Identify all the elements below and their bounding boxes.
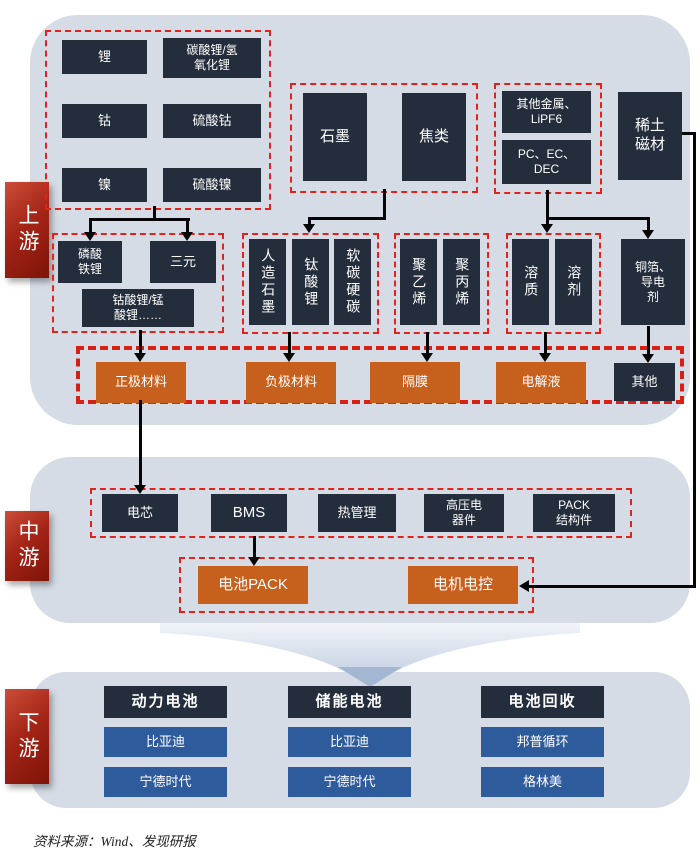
arrow-carbon-stem xyxy=(383,189,386,220)
node-bms: BMS xyxy=(211,494,287,532)
arrow-eraw-to-foil-line xyxy=(647,217,650,230)
node-solvent: 溶剂 xyxy=(555,239,592,325)
arrow-components-to-cell-head xyxy=(134,485,146,494)
company-byd-power: 比亚迪 xyxy=(104,727,227,757)
node-cell: 电芯 xyxy=(102,494,178,532)
funnel-shape xyxy=(160,623,580,687)
arrow-eraw-to-solution-head xyxy=(541,224,553,233)
arrow-route-to-anode-head xyxy=(283,353,295,362)
arrow-minerals-to-ternary-line xyxy=(186,218,189,232)
separator-raw-group-border xyxy=(394,233,489,334)
arrow-solution-to-electrolyte-line xyxy=(544,332,547,353)
company-gem-recycling: 格林美 xyxy=(481,767,604,797)
node-cobalt: 钴 xyxy=(62,104,147,138)
arrow-minerals-to-ternary-head xyxy=(181,232,193,241)
node-separator: 隔膜 xyxy=(370,362,460,403)
node-power-battery: 动力电池 xyxy=(104,686,227,718)
node-solute: 溶质 xyxy=(512,239,549,325)
node-pc-ec-dec: PC、EC、 DEC xyxy=(502,140,591,184)
node-cathode-material: 正极材料 xyxy=(96,362,186,403)
node-electrolyte: 电解液 xyxy=(496,362,586,403)
stage-label-upstream: 上游 xyxy=(5,182,49,278)
node-high-voltage-parts: 高压电 器件 xyxy=(424,494,504,532)
company-byd-storage: 比亚迪 xyxy=(288,727,411,757)
arrow-minerals-to-lfp-head xyxy=(84,232,96,241)
node-thermal-management: 热管理 xyxy=(318,494,396,532)
node-soft-hard-carbon: 软碳硬碳 xyxy=(334,239,371,325)
stage-label-midstream: 中游 xyxy=(5,511,49,581)
node-pp: 聚丙烯 xyxy=(443,239,480,325)
node-storage-battery: 储能电池 xyxy=(288,686,411,718)
arrow-minerals-bar xyxy=(89,218,190,221)
minerals-group-border xyxy=(45,30,271,210)
arrow-precursor-to-cathode-line xyxy=(139,330,142,353)
node-lithium: 锂 xyxy=(62,40,147,74)
funnel-chevron xyxy=(338,667,402,687)
arrow-eraw-bar xyxy=(546,217,650,220)
arrow-minerals-to-lfp-line xyxy=(89,218,92,232)
node-copper-foil-conductive: 铜箔、 导电 剂 xyxy=(621,239,685,325)
arrow-solution-to-electrolyte-head xyxy=(539,353,551,362)
stage-label-downstream: 下游 xyxy=(5,689,49,784)
node-cobalt-sulfate: 硫酸钴 xyxy=(163,104,261,138)
node-other-components: 其他 xyxy=(614,363,675,401)
arrow-route-to-anode-line xyxy=(288,332,291,353)
arrow-foil-to-other-head xyxy=(642,354,654,363)
node-motor-control: 电机电控 xyxy=(408,566,518,604)
arrow-eraw-to-foil-head xyxy=(642,230,654,239)
node-battery-recycling: 电池回收 xyxy=(481,686,604,718)
node-nickel-sulfate: 硫酸镍 xyxy=(163,168,261,202)
arrow-rare-earth-out-line xyxy=(682,132,696,135)
company-catl-power: 宁德时代 xyxy=(104,767,227,797)
company-brunp-recycling: 邦普循环 xyxy=(481,727,604,757)
arrow-foil-to-other-line xyxy=(647,326,650,354)
arrow-carbon-to-anode-line xyxy=(308,217,311,224)
arrow-modules-to-pack-head xyxy=(248,557,260,566)
arrow-modules-to-pack-line xyxy=(253,536,256,557)
node-ternary: 三元 xyxy=(150,241,216,283)
electrolyte-parts-group-border xyxy=(506,233,601,334)
arrow-eraw-to-solution-line xyxy=(546,217,549,224)
arrow-to-motor-control-head xyxy=(519,580,529,592)
node-lfp: 磷酸 铁锂 xyxy=(58,241,122,283)
arrow-pe-pp-to-separator-line xyxy=(426,332,429,353)
node-lco-lmo: 钴酸锂/锰 酸锂…… xyxy=(82,289,194,327)
arrow-precursor-to-cathode-head xyxy=(134,353,146,362)
arrow-eraw-stem xyxy=(546,190,549,220)
arrow-carbon-bar xyxy=(308,217,386,220)
node-anode-material: 负极材料 xyxy=(246,362,336,403)
node-pe: 聚乙烯 xyxy=(400,239,437,325)
cathode-precursor-group-border xyxy=(52,233,224,333)
node-nickel: 镍 xyxy=(62,168,147,202)
arrow-right-route-vertical xyxy=(693,132,696,588)
anode-routes-group-border xyxy=(242,233,379,334)
company-catl-storage: 宁德时代 xyxy=(288,767,411,797)
node-battery-pack: 电池PACK xyxy=(198,566,308,604)
arrow-to-motor-control-line xyxy=(529,585,696,588)
arrow-pe-pp-to-separator-head xyxy=(421,353,433,362)
modules-group-border xyxy=(90,488,632,538)
node-other-metals-lipf6: 其他金属、 LiPF6 xyxy=(502,91,591,133)
node-coke: 焦类 xyxy=(402,93,466,181)
funnel-decoration xyxy=(160,623,580,687)
node-graphite: 石墨 xyxy=(303,93,367,181)
node-lithium-carbonate-hydroxide: 碳酸锂/氢 氧化锂 xyxy=(163,38,261,78)
node-rare-earth-magnet: 稀土 磁材 xyxy=(618,92,682,180)
arrow-carbon-to-anode-head xyxy=(303,224,315,233)
node-artificial-graphite: 人造石墨 xyxy=(249,239,286,325)
node-lto: 钛酸锂 xyxy=(292,239,329,325)
arrow-components-to-cell-line xyxy=(139,400,142,485)
arrow-minerals-stem xyxy=(153,206,156,220)
source-note: 资料来源：Wind、发现研报 xyxy=(33,834,196,849)
node-pack-structural-parts: PACK 结构件 xyxy=(533,494,615,532)
